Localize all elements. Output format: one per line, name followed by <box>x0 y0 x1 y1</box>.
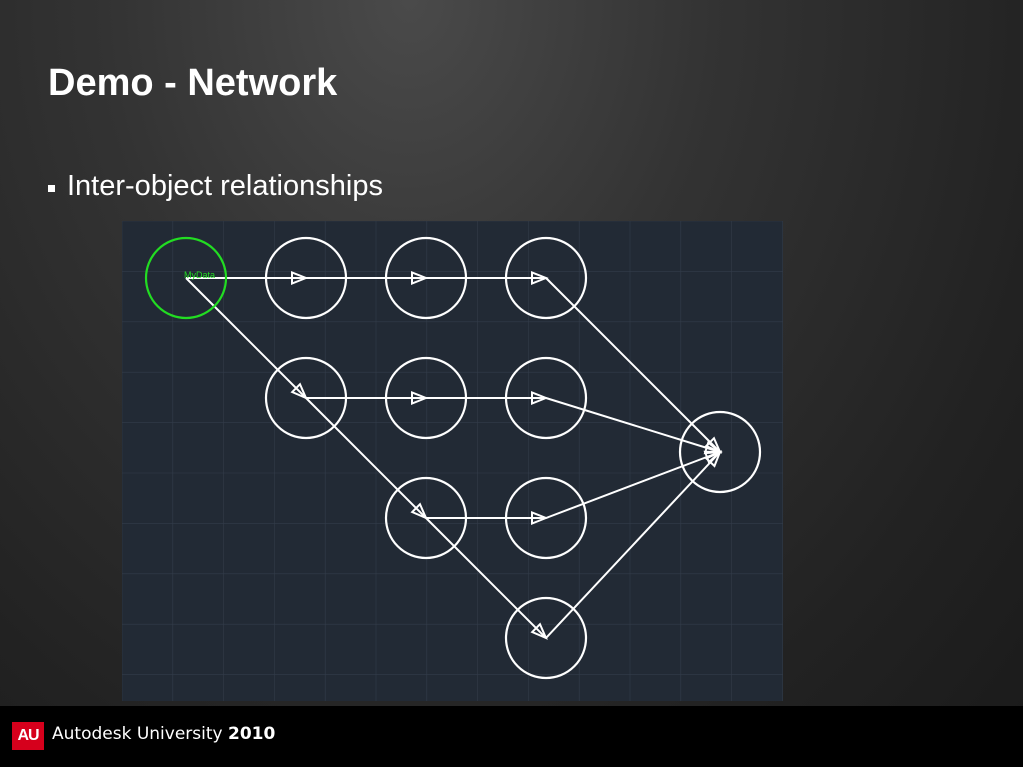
arrowhead-icon <box>531 511 549 525</box>
edge-r2c3-r2c4 <box>426 391 549 405</box>
arrowhead-icon <box>291 271 309 285</box>
bullet-item: Inter-object relationships <box>48 170 383 203</box>
edge-r4c4-sink <box>545 450 722 639</box>
edge-r1c3-r1c4 <box>426 271 549 285</box>
edge-group <box>185 271 723 640</box>
node-circle-selected[interactable] <box>144 236 228 320</box>
edge-mydata-r1c2 <box>186 271 309 285</box>
selected-node-label: MyData <box>184 270 215 280</box>
arrowhead-icon <box>531 271 549 285</box>
edge-r3c3-r3c4 <box>426 511 549 525</box>
edge-r2c2-r3c3 <box>305 397 428 520</box>
edge-line <box>425 517 547 639</box>
node-circle[interactable] <box>504 596 588 680</box>
edge-r1c2-r1c3 <box>306 271 429 285</box>
arrowhead-icon <box>411 391 429 405</box>
edge-r3c4-sink <box>545 450 723 519</box>
node-circle[interactable] <box>384 236 468 320</box>
arrowhead-icon <box>704 450 722 468</box>
edge-r3c3-r4c4 <box>425 517 548 640</box>
arrowhead-icon <box>411 271 429 285</box>
edge-mydata-r2c2 <box>185 277 308 400</box>
node-circle[interactable] <box>384 356 468 440</box>
network-diagram-canvas: MyData <box>122 221 783 701</box>
canvas-grid <box>122 221 783 701</box>
node-circle[interactable] <box>264 356 348 440</box>
node-circle[interactable] <box>504 236 588 320</box>
edge-r2c2-r2c3 <box>306 391 429 405</box>
brand-year: 2010 <box>228 724 276 744</box>
node-circle[interactable] <box>678 410 762 494</box>
arrowhead-icon <box>531 391 549 405</box>
arrowhead-icon <box>290 382 308 400</box>
au-logo: AU <box>12 722 44 750</box>
square-bullet-icon <box>48 185 55 192</box>
node-circle[interactable] <box>384 476 468 560</box>
node-circle[interactable] <box>504 476 588 560</box>
footer-bar <box>0 706 1023 767</box>
brand-name: Autodesk University <box>52 724 223 744</box>
slide-title: Demo - Network <box>48 62 338 104</box>
arrowhead-icon <box>530 622 548 640</box>
node-circle[interactable] <box>504 356 588 440</box>
node-group <box>144 236 762 680</box>
edge-line <box>545 451 721 519</box>
edge-line <box>305 397 427 519</box>
network-diagram: MyData <box>122 221 783 701</box>
footer-brand: Autodesk University 2010 <box>52 724 275 744</box>
bullet-text: Inter-object relationships <box>67 170 383 202</box>
edge-line <box>185 277 307 399</box>
edge-line <box>545 397 721 453</box>
edge-line <box>545 451 721 639</box>
node-circle[interactable] <box>264 236 348 320</box>
arrowhead-icon <box>410 502 428 520</box>
